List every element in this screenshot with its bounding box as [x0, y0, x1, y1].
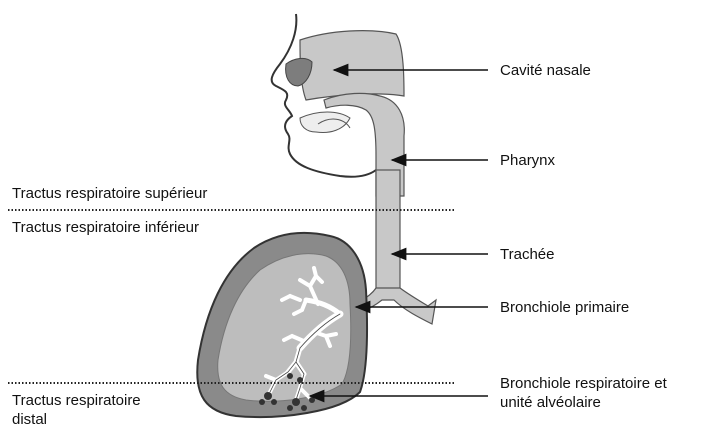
- trachea-shape: [376, 170, 400, 290]
- respiratory-bronchiole-label: Bronchiole respiratoire et unité alvéola…: [500, 374, 667, 412]
- respiratory-bronchiole-label-line1: Bronchiole respiratoire et: [500, 374, 667, 393]
- pharynx-label: Pharynx: [500, 151, 555, 170]
- lower-tract-label: Tractus respiratoire inférieur: [12, 218, 199, 237]
- distal-tract-label-line2: distal: [12, 410, 141, 429]
- jaw-outline: [300, 112, 350, 132]
- respiratory-bronchiole-label-line2: unité alvéolaire: [500, 393, 667, 412]
- nasal-cavity-shape: [300, 31, 404, 100]
- trachea-label: Trachée: [500, 245, 554, 264]
- upper-tract-label: Tractus respiratoire supérieur: [12, 184, 207, 203]
- primary-bronchiole-label: Bronchiole primaire: [500, 298, 629, 317]
- nasal-cavity-label: Cavité nasale: [500, 61, 591, 80]
- distal-tract-label: Tractus respiratoire distal: [12, 391, 141, 429]
- distal-tract-label-line1: Tractus respiratoire: [12, 391, 141, 410]
